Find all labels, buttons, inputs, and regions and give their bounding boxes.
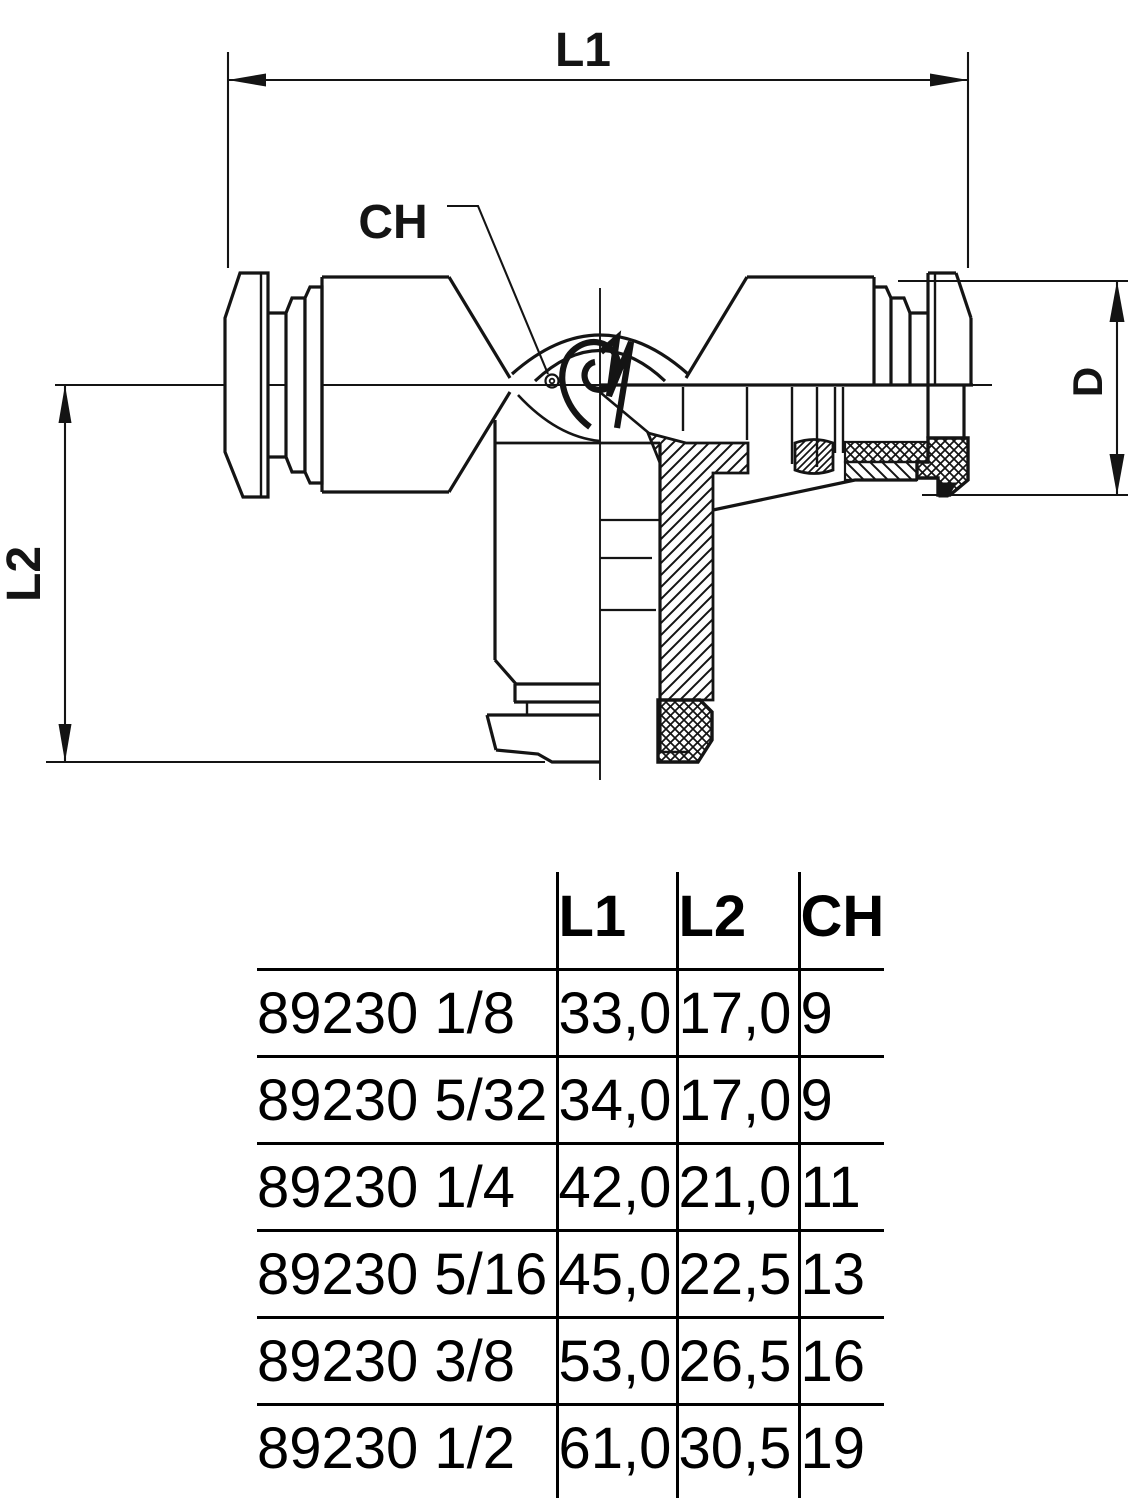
- value-ch: 9: [797, 1054, 885, 1143]
- part-number: 89230 5/32: [257, 1054, 557, 1143]
- value-l1: 42,0: [555, 1141, 677, 1230]
- header-l1: L1: [555, 872, 677, 969]
- table-row: 89230 1/8 33,0 17,0 9: [257, 967, 885, 1056]
- value-l1: 33,0: [555, 967, 677, 1056]
- l2-arrow-top: [58, 385, 72, 423]
- dimensions-table-wrap: L1 L2 CH 89230 1/8 33,0 17,0 9 89230 5/3…: [257, 872, 885, 1498]
- dim-label-l1: L1: [555, 24, 611, 77]
- part-number: 89230 3/8: [257, 1315, 557, 1404]
- centerlines: [55, 288, 992, 780]
- value-l1: 53,0: [555, 1315, 677, 1404]
- ch-callout: CH: [358, 196, 560, 389]
- value-l1: 61,0: [555, 1402, 677, 1498]
- thread-zone-hatch: [843, 460, 919, 482]
- value-ch: 19: [797, 1402, 885, 1498]
- table-row: 89230 1/4 42,0 21,0 11: [257, 1141, 885, 1230]
- dim-label-l2: L2: [0, 546, 51, 602]
- value-ch: 11: [797, 1141, 885, 1230]
- part-number: 89230 1/2: [257, 1402, 557, 1498]
- table-row: 89230 3/8 53,0 26,5 16: [257, 1315, 885, 1404]
- left-collet-ring1: [284, 296, 307, 474]
- logo-spiral: [559, 338, 622, 430]
- technical-drawing: L1 L2 D CH: [0, 24, 1128, 780]
- l1-arrow-left: [228, 73, 266, 87]
- value-l2: 22,5: [675, 1228, 799, 1317]
- value-l2: 17,0: [675, 967, 799, 1056]
- part-number: 89230 1/4: [257, 1141, 557, 1230]
- value-l1: 45,0: [555, 1228, 677, 1317]
- left-release-ring: [223, 271, 270, 499]
- value-l2: 30,5: [675, 1402, 799, 1498]
- bottom-seal-section: [656, 698, 714, 764]
- header-ch: CH: [797, 872, 885, 969]
- dim-label-ch: CH: [358, 196, 427, 249]
- table-header-row: L1 L2 CH: [257, 872, 885, 969]
- part-number: 89230 1/8: [257, 967, 557, 1056]
- header-part: [257, 872, 557, 969]
- left-collet-ring2: [303, 285, 324, 485]
- dimension-d: D: [898, 279, 1128, 497]
- ch-leader-line: [447, 204, 549, 375]
- logo-m-mark: [598, 330, 635, 429]
- d-arrow-top: [1109, 281, 1125, 322]
- dimension-l2: L2: [0, 385, 545, 764]
- l2-arrow-bottom: [58, 724, 72, 762]
- table-row: 89230 1/2 61,0 30,5 19: [257, 1402, 885, 1498]
- ch-target-circle-outer: [544, 373, 560, 389]
- metal-hatch-region: [645, 430, 750, 702]
- ch-target-circle-inner: [548, 377, 556, 385]
- bottom-flange-bottom: [495, 748, 600, 764]
- value-l1: 34,0: [555, 1054, 677, 1143]
- value-ch: 9: [797, 967, 885, 1056]
- brand-logo: [559, 330, 635, 430]
- fitting-outline: [223, 271, 973, 764]
- right-seal-tip: [937, 482, 957, 498]
- right-port: [600, 271, 973, 512]
- bottom-flange-outer: [485, 714, 498, 751]
- hex-dome-outer: [510, 333, 690, 376]
- left-cone-bottom: [447, 391, 512, 493]
- right-bore-internals: [681, 387, 845, 467]
- right-cone-top: [684, 276, 749, 379]
- hex-cone-section: [600, 392, 651, 435]
- section-hatching: [645, 430, 970, 764]
- d-arrow-bottom: [1109, 454, 1125, 495]
- bottom-port: [485, 420, 690, 764]
- left-cone-top: [447, 276, 512, 379]
- l1-arrow-right: [930, 73, 968, 87]
- value-l2: 26,5: [675, 1315, 799, 1404]
- left-port: [223, 271, 512, 499]
- right-port-outer-surface: [712, 478, 917, 512]
- value-ch: 13: [797, 1228, 885, 1317]
- value-l2: 21,0: [675, 1141, 799, 1230]
- dimensions-table: L1 L2 CH 89230 1/8 33,0 17,0 9 89230 5/3…: [257, 872, 885, 1498]
- part-number: 89230 5/16: [257, 1228, 557, 1317]
- hex-dome-lower: [517, 394, 601, 443]
- header-l2: L2: [675, 872, 799, 969]
- right-ring2-top: [874, 285, 893, 299]
- bottom-chamfer: [493, 658, 518, 686]
- dimension-l1: L1: [226, 24, 970, 268]
- bottom-bore-internals: [600, 518, 660, 612]
- o-ring-section: [793, 438, 835, 475]
- dim-label-d: D: [1064, 367, 1111, 397]
- table-row: 89230 5/16 45,0 22,5 13: [257, 1228, 885, 1317]
- value-ch: 16: [797, 1315, 885, 1404]
- thread-zone-crosshatch: [843, 440, 930, 464]
- right-flange-chamfer: [954, 272, 973, 319]
- value-l2: 17,0: [675, 1054, 799, 1143]
- right-ring1-top: [891, 296, 912, 314]
- table-row: 89230 5/32 34,0 17,0 9: [257, 1054, 885, 1143]
